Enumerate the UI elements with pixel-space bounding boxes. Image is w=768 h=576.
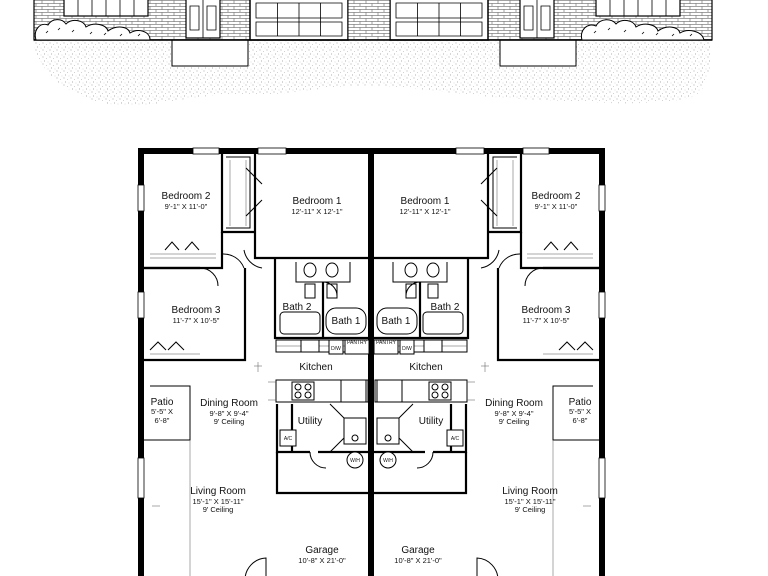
dishwasher-label: D/W (331, 346, 341, 352)
water-heater-label: W/H (350, 458, 360, 464)
left-shrubs (34, 19, 151, 41)
floor-plan-outline (137, 147, 606, 576)
right-shrubs (580, 19, 705, 41)
unit-a-walls (141, 151, 371, 576)
living-room-ceiling: 9' Ceiling (515, 505, 546, 514)
living-room-ceiling: 9' Ceiling (203, 505, 234, 514)
bedroom-1-label: Bedroom 1 (401, 196, 450, 207)
utility-label: Utility (419, 416, 443, 427)
patio-dims-1: 5'-5" X (569, 407, 591, 416)
dining-room-dims: 9'-8" X 9'-4" (209, 409, 248, 418)
unit-a-labels: Bedroom 2 9'-1" X 11'-0" Bedroom 1 12'-1… (151, 191, 368, 565)
bedroom-3-label: Bedroom 3 (172, 305, 221, 316)
patio-dims-2: 6'-8" (573, 416, 588, 425)
pantry-label: PANTRY (347, 340, 367, 346)
living-room-label: Living Room (502, 486, 558, 497)
bedroom-3-label: Bedroom 3 (522, 305, 571, 316)
dining-room-label: Dining Room (485, 398, 543, 409)
bath-1-label: Bath 1 (332, 316, 361, 327)
bedroom-1-dims: 12'-11" X 12'-1" (292, 207, 343, 216)
patio-dims-1: 5'-5" X (151, 407, 173, 416)
dining-room-label: Dining Room (200, 398, 258, 409)
water-heater-label: W/H (383, 458, 393, 464)
landscape-ground (32, 40, 711, 106)
front-elevation (32, 0, 713, 106)
patio-dims-2: 6'-8" (155, 416, 170, 425)
bath-2-label: Bath 2 (283, 302, 312, 313)
garage-dims: 10'-8" X 21'-0" (298, 556, 346, 565)
ac-label: A/C (284, 436, 293, 442)
garage-dims: 10'-8" X 21'-0" (394, 556, 442, 565)
unit-b-labels: Bedroom 2 9'-1" X 11'-0" Bedroom 1 12'-1… (376, 191, 592, 565)
bedroom-1-label: Bedroom 1 (293, 196, 342, 207)
kitchen-label: Kitchen (409, 362, 442, 373)
living-room-label: Living Room (190, 486, 246, 497)
bedroom-2-dims: 9'-1" X 11'-0" (165, 202, 208, 211)
bedroom-1-dims: 12'-11" X 12'-1" (400, 207, 451, 216)
bedroom-2-label: Bedroom 2 (532, 191, 581, 202)
utility-label: Utility (298, 416, 322, 427)
bedroom-3-dims: 11'-7" X 10'-5" (523, 316, 570, 325)
patio-label: Patio (569, 397, 592, 408)
dining-room-dims: 9'-8" X 9'-4" (494, 409, 533, 418)
living-room-dims: 15'-1" X 15'-11" (505, 497, 556, 506)
bedroom-3-dims: 11'-7" X 10'-5" (173, 316, 220, 325)
dishwasher-label: D/W (402, 346, 412, 352)
bedroom-2-dims: 9'-1" X 11'-0" (535, 202, 578, 211)
dining-room-ceiling: 9' Ceiling (214, 417, 245, 426)
patio-label: Patio (151, 397, 174, 408)
left-porch-step (171, 39, 249, 67)
bath-2-label: Bath 2 (431, 302, 460, 313)
dining-room-ceiling: 9' Ceiling (499, 417, 530, 426)
living-room-dims: 15'-1" X 15'-11" (193, 497, 244, 506)
garage-label: Garage (305, 545, 339, 556)
garage-label: Garage (401, 545, 435, 556)
bath-1-label: Bath 1 (382, 316, 411, 327)
bedroom-2-label: Bedroom 2 (162, 191, 211, 202)
center-pier (347, 0, 391, 41)
kitchen-label: Kitchen (299, 362, 332, 373)
right-porch-step (499, 39, 577, 67)
ac-label: A/C (451, 436, 460, 442)
pantry-label: PANTRY (376, 340, 396, 346)
